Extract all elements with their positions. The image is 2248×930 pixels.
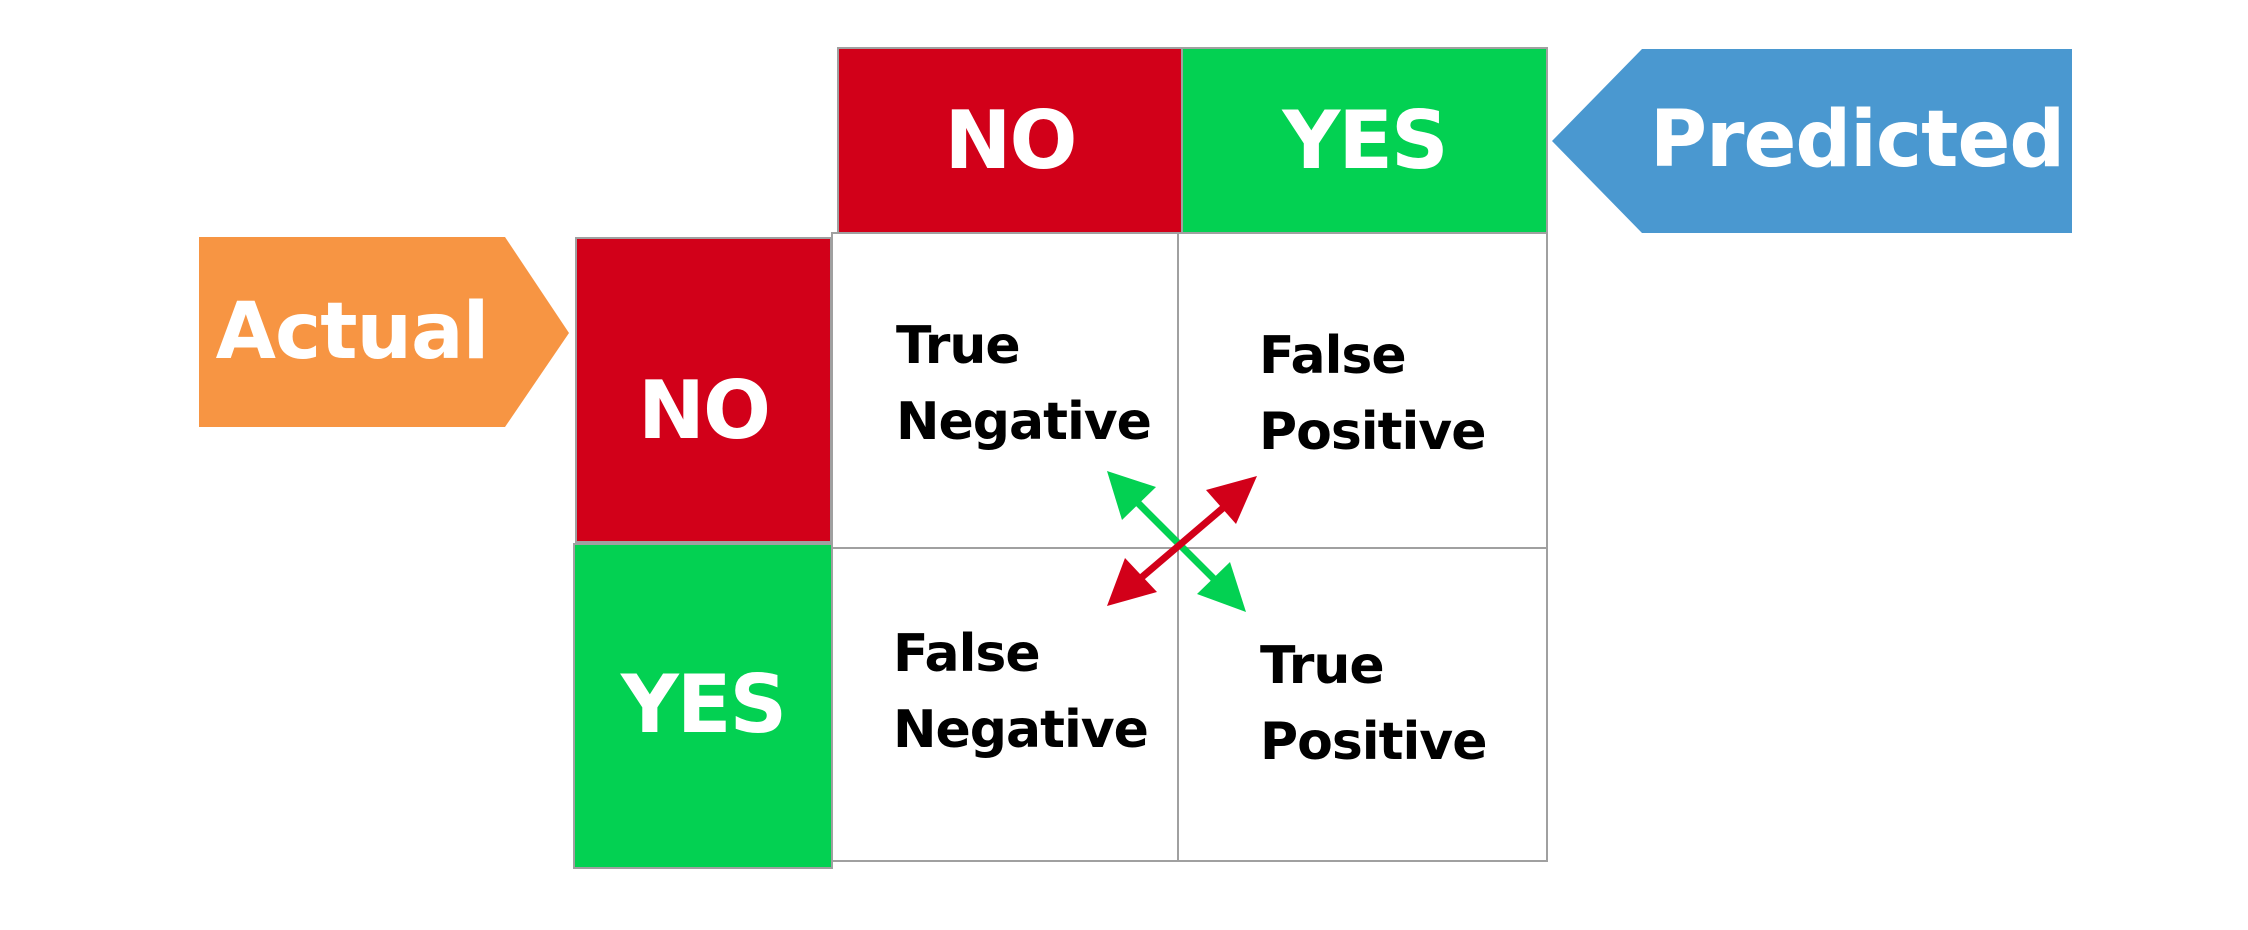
false-negative-text: False Negative — [893, 624, 1149, 760]
actual-no-header: NO — [575, 237, 832, 543]
actual-yes-header: YES — [573, 543, 833, 869]
predicted-yes-header: YES — [1181, 47, 1548, 234]
false-positive-text: False Positive — [1259, 326, 1486, 462]
true-positive-text: True Positive — [1260, 636, 1487, 772]
actual-yes-label: YES — [620, 657, 787, 751]
true-negative-text: True Negative — [896, 316, 1152, 452]
predicted-tag-shape — [1552, 49, 2072, 233]
predicted-no-header: NO — [837, 47, 1181, 234]
predicted-yes-label: YES — [1282, 94, 1448, 187]
actual-label: Actual — [215, 287, 490, 377]
predicted-no-label: NO — [944, 94, 1078, 187]
crossed-arrows-icon — [1107, 471, 1257, 612]
actual-tag-shape — [199, 237, 569, 427]
red-double-arrow-icon — [1107, 476, 1257, 606]
predicted-label: Predicted — [1649, 95, 2065, 185]
actual-no-label: NO — [638, 363, 771, 457]
